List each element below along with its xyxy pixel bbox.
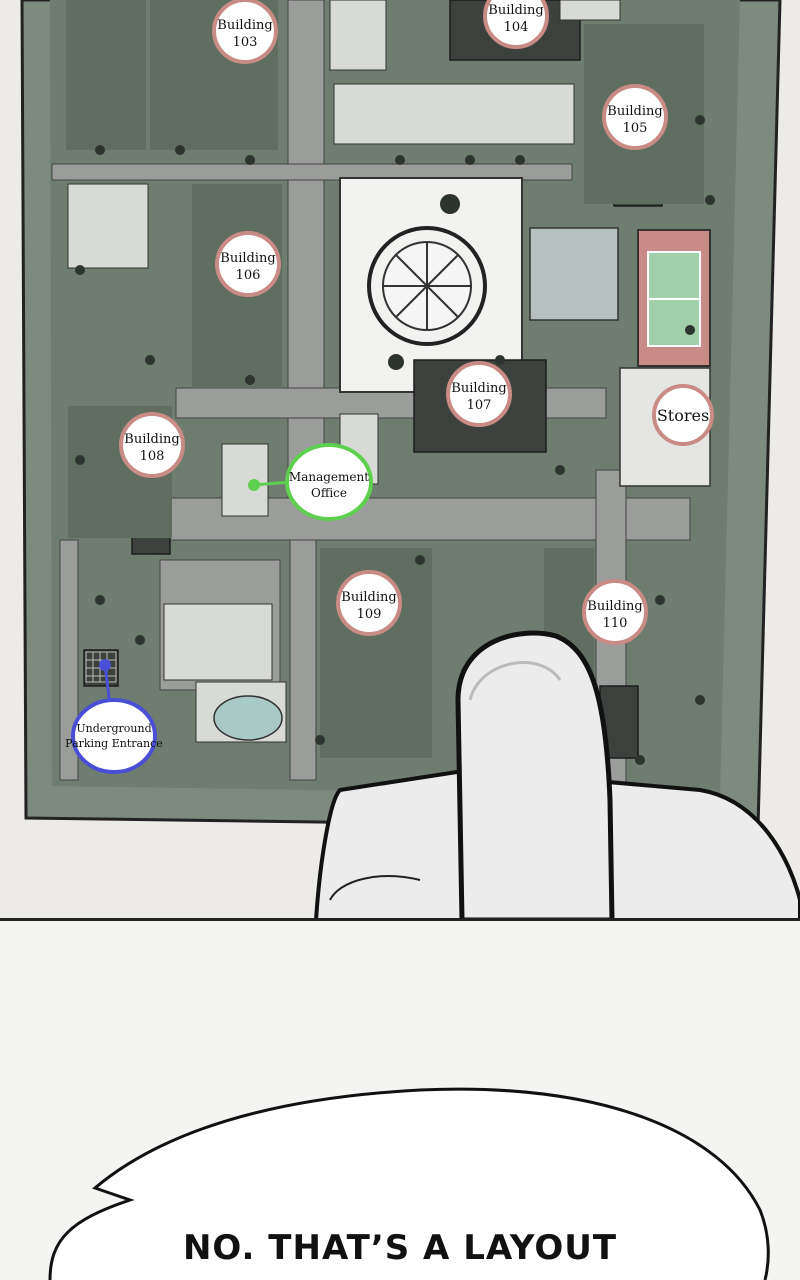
- comic-panel: Building 103 Building 104 Building 105 B…: [0, 0, 800, 920]
- speech-bubble-text: NO. THAT’S A LAYOUT: [182, 1228, 618, 1268]
- pin-number: 104: [504, 20, 529, 35]
- pin-label: Parking Entrance: [65, 737, 163, 750]
- pin-building-110: Building 110: [582, 579, 648, 645]
- pointing-finger: [455, 630, 615, 920]
- pin-label: Building: [607, 104, 662, 119]
- map-illustration: Building 103 Building 104 Building 105 B…: [20, 0, 800, 920]
- pin-number: 105: [623, 121, 648, 136]
- pin-label: Building: [124, 432, 179, 447]
- pin-number: 103: [233, 35, 258, 50]
- pin-label: Underground: [76, 722, 151, 735]
- pin-number: 110: [603, 616, 628, 631]
- pin-label: Building: [587, 599, 642, 614]
- panel-border: [0, 918, 800, 921]
- pin-label: Building: [217, 18, 272, 33]
- pin-building-103: Building 103: [212, 0, 278, 64]
- pin-label: Office: [311, 486, 347, 500]
- pin-label: Building: [220, 251, 275, 266]
- pin-management-office: Management Office: [285, 443, 373, 521]
- pin-label: Building: [341, 590, 396, 605]
- pin-building-105: Building 105: [602, 84, 668, 150]
- pin-number: 108: [140, 449, 165, 464]
- pin-building-108: Building 108: [119, 412, 185, 478]
- pin-building-109: Building 109: [336, 570, 402, 636]
- pin-stores: Stores: [652, 384, 714, 446]
- pin-number: 107: [467, 398, 492, 413]
- pin-label: Stores: [657, 406, 709, 425]
- parking-entrance-marker: [99, 659, 111, 671]
- pin-label: Management: [289, 470, 369, 484]
- pin-building-107: Building 107: [446, 361, 512, 427]
- pin-number: 106: [236, 268, 261, 283]
- pin-label: Building: [451, 381, 506, 396]
- pin-number: 109: [357, 607, 382, 622]
- pin-building-106: Building 106: [215, 231, 281, 297]
- speech-bubble: [48, 1087, 770, 1280]
- pin-underground-parking: Underground Parking Entrance: [65, 698, 163, 774]
- pin-label: Building: [488, 3, 543, 18]
- pin-building-104: Building 104: [483, 0, 549, 49]
- management-office-marker: [248, 479, 260, 491]
